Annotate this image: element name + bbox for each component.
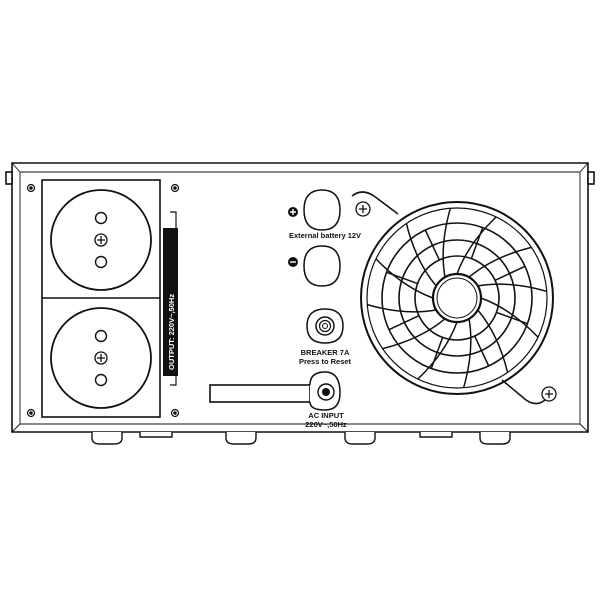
fan-guard-spoke: [494, 265, 526, 281]
fan-blade: [468, 246, 532, 278]
breaker-label-line1: BREAKER 7A: [301, 348, 350, 357]
fan-guard-spoke: [424, 229, 440, 261]
fan-guard-spoke: [470, 227, 484, 259]
output-label-strip: OUTPUT: 220V~,50Hz: [163, 228, 178, 376]
output-label: OUTPUT: 220V~,50Hz: [167, 294, 176, 370]
fan-blade: [462, 318, 472, 389]
fan-blade: [477, 283, 548, 293]
schuko-socket-icon: [50, 189, 152, 291]
fan-blade: [375, 258, 434, 299]
fan-guard-spoke: [388, 315, 420, 331]
fan-blade: [477, 309, 509, 373]
fan-guard-spoke: [496, 311, 528, 325]
ac-input-label-line2: 220V~,50Hz: [305, 420, 347, 429]
fan-guard-spoke: [430, 337, 444, 369]
breaker-button-icon: [306, 308, 344, 344]
fan-blade: [417, 321, 458, 380]
breaker-label-line2: Press to Reset: [299, 357, 352, 366]
screw-icon: [26, 183, 180, 418]
fan-blade: [480, 297, 539, 338]
fan-grille-icon: [351, 191, 557, 405]
socket-plate: [41, 179, 161, 418]
ac-input-label-line1: AC INPUT: [308, 411, 344, 420]
battery-terminal-icon: [303, 189, 341, 287]
plus-symbol: [288, 207, 298, 217]
fan-blade: [405, 223, 437, 287]
battery-label: External battery 12V: [289, 231, 361, 240]
fan-guard-spoke: [474, 335, 490, 367]
fan-blade: [366, 303, 437, 313]
chassis: [5, 162, 595, 433]
fan-blade: [442, 207, 452, 278]
ac-plug-icon: [209, 371, 341, 411]
minus-symbol: [288, 257, 298, 267]
fan-blade: [382, 318, 446, 350]
fan-blade: [456, 216, 497, 275]
fan-guard-spoke: [386, 271, 418, 285]
schuko-socket-icon: [50, 307, 152, 409]
feet: [91, 432, 511, 445]
